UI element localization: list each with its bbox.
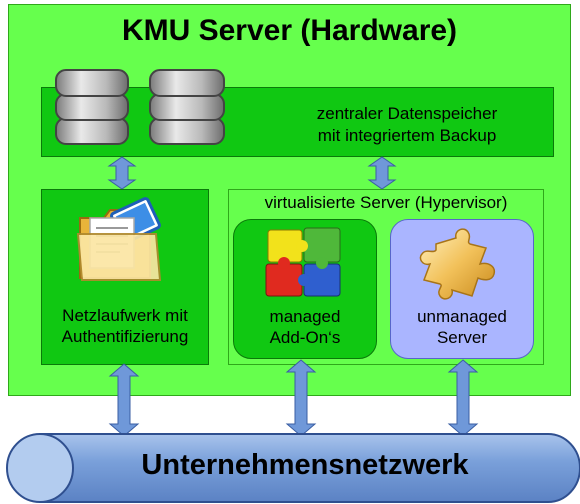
hypervisor-title: virtualisierte Server (Hypervisor) (264, 193, 508, 212)
disk-stack-right (149, 69, 225, 145)
managed-addons-label: managed Add-On‘s (233, 306, 377, 348)
puzzle-colored-icon (265, 227, 341, 297)
unmanaged-server-label: unmanaged Server (390, 306, 534, 348)
managed-line-1: managed (269, 307, 341, 326)
network-label: Unternehmensnetzwerk (141, 449, 469, 481)
network-drive-line-1: Netzlaufwerk mit (62, 306, 188, 325)
unmanaged-line-2: Server (436, 328, 488, 347)
unmanaged-network-arrow (447, 359, 479, 437)
network-drive-line-2: Authentifizierung (61, 327, 189, 346)
central-storage-label: zentraler Datenspeicher mit integriertem… (262, 103, 552, 147)
storage-netdrive-arrow (107, 156, 137, 190)
storage-line-2: mit integriertem Backup (317, 126, 497, 145)
managed-network-arrow (285, 359, 317, 437)
storage-hypervisor-arrow (367, 156, 397, 190)
database-disks-icon (55, 69, 225, 145)
folder-documents-icon (76, 197, 162, 281)
managed-line-2: Add-On‘s (269, 328, 341, 347)
network-drive-label: Netzlaufwerk mit Authentifizierung (41, 305, 209, 347)
unmanaged-line-1: unmanaged (417, 307, 507, 326)
storage-line-1: zentraler Datenspeicher (316, 104, 498, 123)
puzzle-piece-icon (419, 228, 496, 300)
server-title: KMU Server (Hardware) (121, 14, 458, 47)
disk-stack-left (55, 69, 129, 145)
netdrive-network-arrow (108, 363, 140, 437)
